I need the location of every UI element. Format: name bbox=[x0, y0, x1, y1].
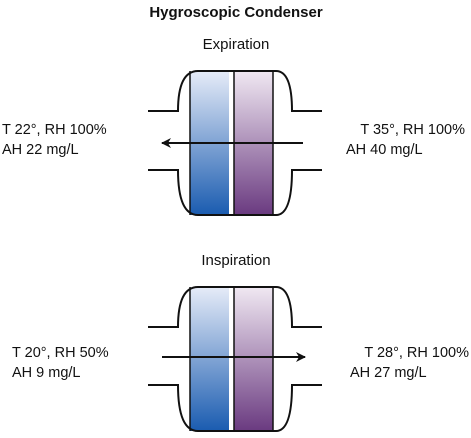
expiration-housing-bottom bbox=[148, 169, 322, 216]
expiration-housing-top bbox=[148, 70, 322, 112]
inspiration-left-line2: AH 9 mg/L bbox=[12, 365, 81, 381]
inspiration-condenser bbox=[148, 286, 322, 432]
expiration-left-line1: T 22°, RH 100% bbox=[2, 122, 107, 138]
inspiration-right-line2: AH 27 mg/L bbox=[350, 365, 427, 381]
inspiration-label: Inspiration bbox=[201, 252, 270, 269]
inspiration-housing-top bbox=[148, 286, 322, 328]
inspiration-blue-filter bbox=[190, 287, 229, 431]
inspiration-left-line1: T 20°, RH 50% bbox=[12, 345, 109, 361]
expiration-right-line1: T 35°, RH 100% bbox=[360, 122, 465, 138]
inspiration-section: Inspiration T 20°, RH 50% AH 9 mg/L T 28… bbox=[12, 252, 469, 432]
expiration-label: Expiration bbox=[203, 36, 270, 53]
inspiration-purple-filter bbox=[234, 287, 273, 431]
expiration-condenser bbox=[148, 70, 322, 216]
inspiration-housing-bottom bbox=[148, 384, 322, 432]
inspiration-right-line1: T 28°, RH 100% bbox=[364, 345, 469, 361]
expiration-section: Expiration T 22°, RH 100% AH 22 mg/L T 3… bbox=[2, 36, 465, 216]
expiration-left-line2: AH 22 mg/L bbox=[2, 142, 79, 158]
diagram-title: Hygroscopic Condenser bbox=[149, 4, 323, 21]
expiration-right-line2: AH 40 mg/L bbox=[346, 142, 423, 158]
